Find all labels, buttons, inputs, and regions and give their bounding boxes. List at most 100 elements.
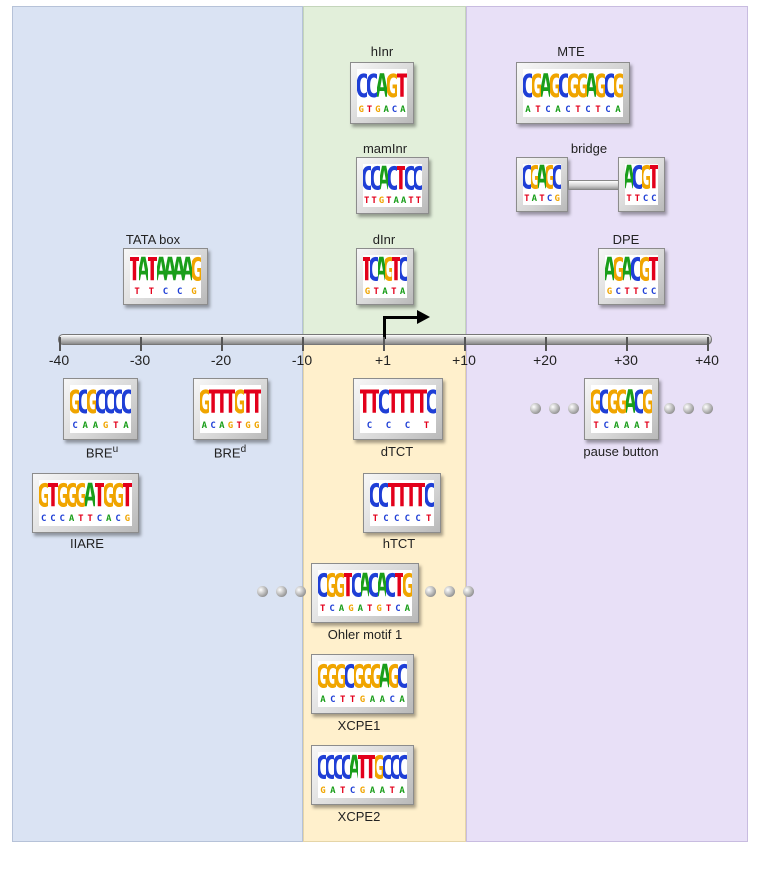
logo-base: T: [386, 195, 392, 206]
logo-base: G: [39, 480, 48, 512]
ellipsis-bead: [276, 586, 287, 597]
logo-base: C: [391, 752, 399, 784]
logo-base: C: [642, 193, 649, 204]
logo-base: T: [95, 480, 104, 512]
logo-base: G: [531, 164, 539, 193]
logo-base: T: [367, 752, 375, 784]
logo-base: T: [344, 570, 353, 602]
logo-base: A: [634, 420, 640, 431]
sequence-logo: GCGGACGTCAAAT: [591, 385, 652, 433]
logo-base: C: [615, 286, 621, 297]
sequence-logo: GTGGGATGGTCCCATTCACG: [39, 480, 132, 526]
logo-row: CCTTTTC: [370, 480, 434, 512]
ellipsis-bead: [463, 586, 474, 597]
logo-base: C: [383, 752, 391, 784]
logo-row: TCAGTC: [363, 255, 407, 285]
logo-base: T: [644, 420, 650, 431]
logo-base: A: [82, 420, 88, 431]
logo-base: T: [633, 286, 639, 297]
ellipsis-bead: [683, 403, 694, 414]
bred-label-sup: d: [240, 444, 247, 455]
logo-base: G: [327, 570, 336, 602]
logo-base: C: [523, 69, 532, 103]
logo-base: C: [370, 255, 377, 285]
logo-base: T: [87, 514, 93, 525]
logo-base: A: [157, 255, 166, 285]
logo-base: G: [532, 69, 541, 103]
axis-tick-label: -40: [48, 352, 70, 368]
logo-base: G: [354, 661, 363, 693]
logo-base: T: [397, 164, 405, 194]
htct-label: hTCT: [382, 536, 416, 551]
logo-base: T: [389, 786, 395, 797]
hinr-label: hInr: [370, 44, 394, 59]
logo-base: G: [608, 385, 617, 419]
logo-base: A: [615, 104, 621, 115]
ellipsis-bead: [568, 403, 579, 414]
bridge-left-motif: CGAGCTATCG: [516, 157, 568, 212]
axis-tick: [140, 337, 142, 351]
logo-base: A: [320, 695, 326, 706]
logo-base: C: [400, 255, 407, 285]
logo-base: G: [363, 661, 372, 693]
logo-base: A: [361, 570, 370, 602]
logo-base: C: [114, 385, 123, 419]
logo-base: C: [379, 480, 388, 512]
axis-tick-label: +30: [614, 352, 638, 368]
logo-base: A: [378, 570, 387, 602]
logo-base: T: [48, 480, 57, 512]
axis-tick: [626, 337, 628, 351]
breu-label-text: BRE: [85, 445, 113, 461]
logo-base: T: [319, 604, 326, 615]
logo-base: T: [252, 385, 261, 419]
logo-base: G: [327, 661, 336, 693]
logo-base: A: [174, 255, 183, 285]
logo-base: G: [192, 255, 201, 285]
logo-base: T: [539, 193, 545, 204]
logo-base: T: [363, 195, 370, 206]
logo-base: T: [226, 385, 235, 419]
logo-base: C: [523, 164, 531, 193]
logo-base: A: [219, 420, 225, 431]
logo-base: C: [559, 69, 568, 103]
logo-base: A: [382, 286, 388, 297]
axis-tick: [707, 337, 709, 351]
logo-base: T: [416, 480, 425, 512]
logo-base: C: [162, 286, 169, 297]
xcpe1-motif: GGGCGGGAGCACTTGAACA: [311, 654, 414, 714]
logo-base: G: [385, 255, 392, 285]
logo-base: T: [123, 480, 132, 512]
sequence-logo: TATAAAAGTTCCG: [130, 255, 201, 298]
logo-base: G: [335, 570, 344, 602]
logo-base: T: [388, 480, 397, 512]
logo-base: G: [554, 193, 560, 204]
logo-base: T: [408, 385, 418, 419]
dpe-label: DPE: [612, 232, 640, 247]
logo-base: T: [649, 255, 658, 285]
sequence-logo: CCACTCCTTGTAATT: [363, 164, 422, 207]
logo-base: T: [425, 514, 432, 525]
logo-base: C: [631, 255, 640, 285]
mte-label: MTE: [557, 44, 585, 59]
pause-button-motif: GCGGACGTCAAAT: [584, 378, 659, 440]
logo-row: TTCTTTTC: [360, 385, 436, 419]
logo-base: C: [50, 514, 56, 525]
logo-base: G: [389, 661, 398, 693]
logo-base: C: [366, 420, 373, 431]
breu-label: BREu: [32, 444, 172, 460]
axis-tick: [545, 337, 547, 351]
ellipsis-bead: [549, 403, 560, 414]
logo-base: G: [375, 752, 383, 784]
logo-base: G: [76, 480, 85, 512]
logo-base: C: [399, 752, 407, 784]
logo-row: CCAGT: [357, 69, 407, 103]
logo-base: A: [379, 786, 385, 797]
iiare-motif: GTGGGATGGTCCCATTCACG: [32, 473, 139, 533]
logo-base: G: [358, 104, 364, 115]
dinr-label: dInr: [372, 232, 396, 247]
logo-base: G: [642, 164, 650, 193]
